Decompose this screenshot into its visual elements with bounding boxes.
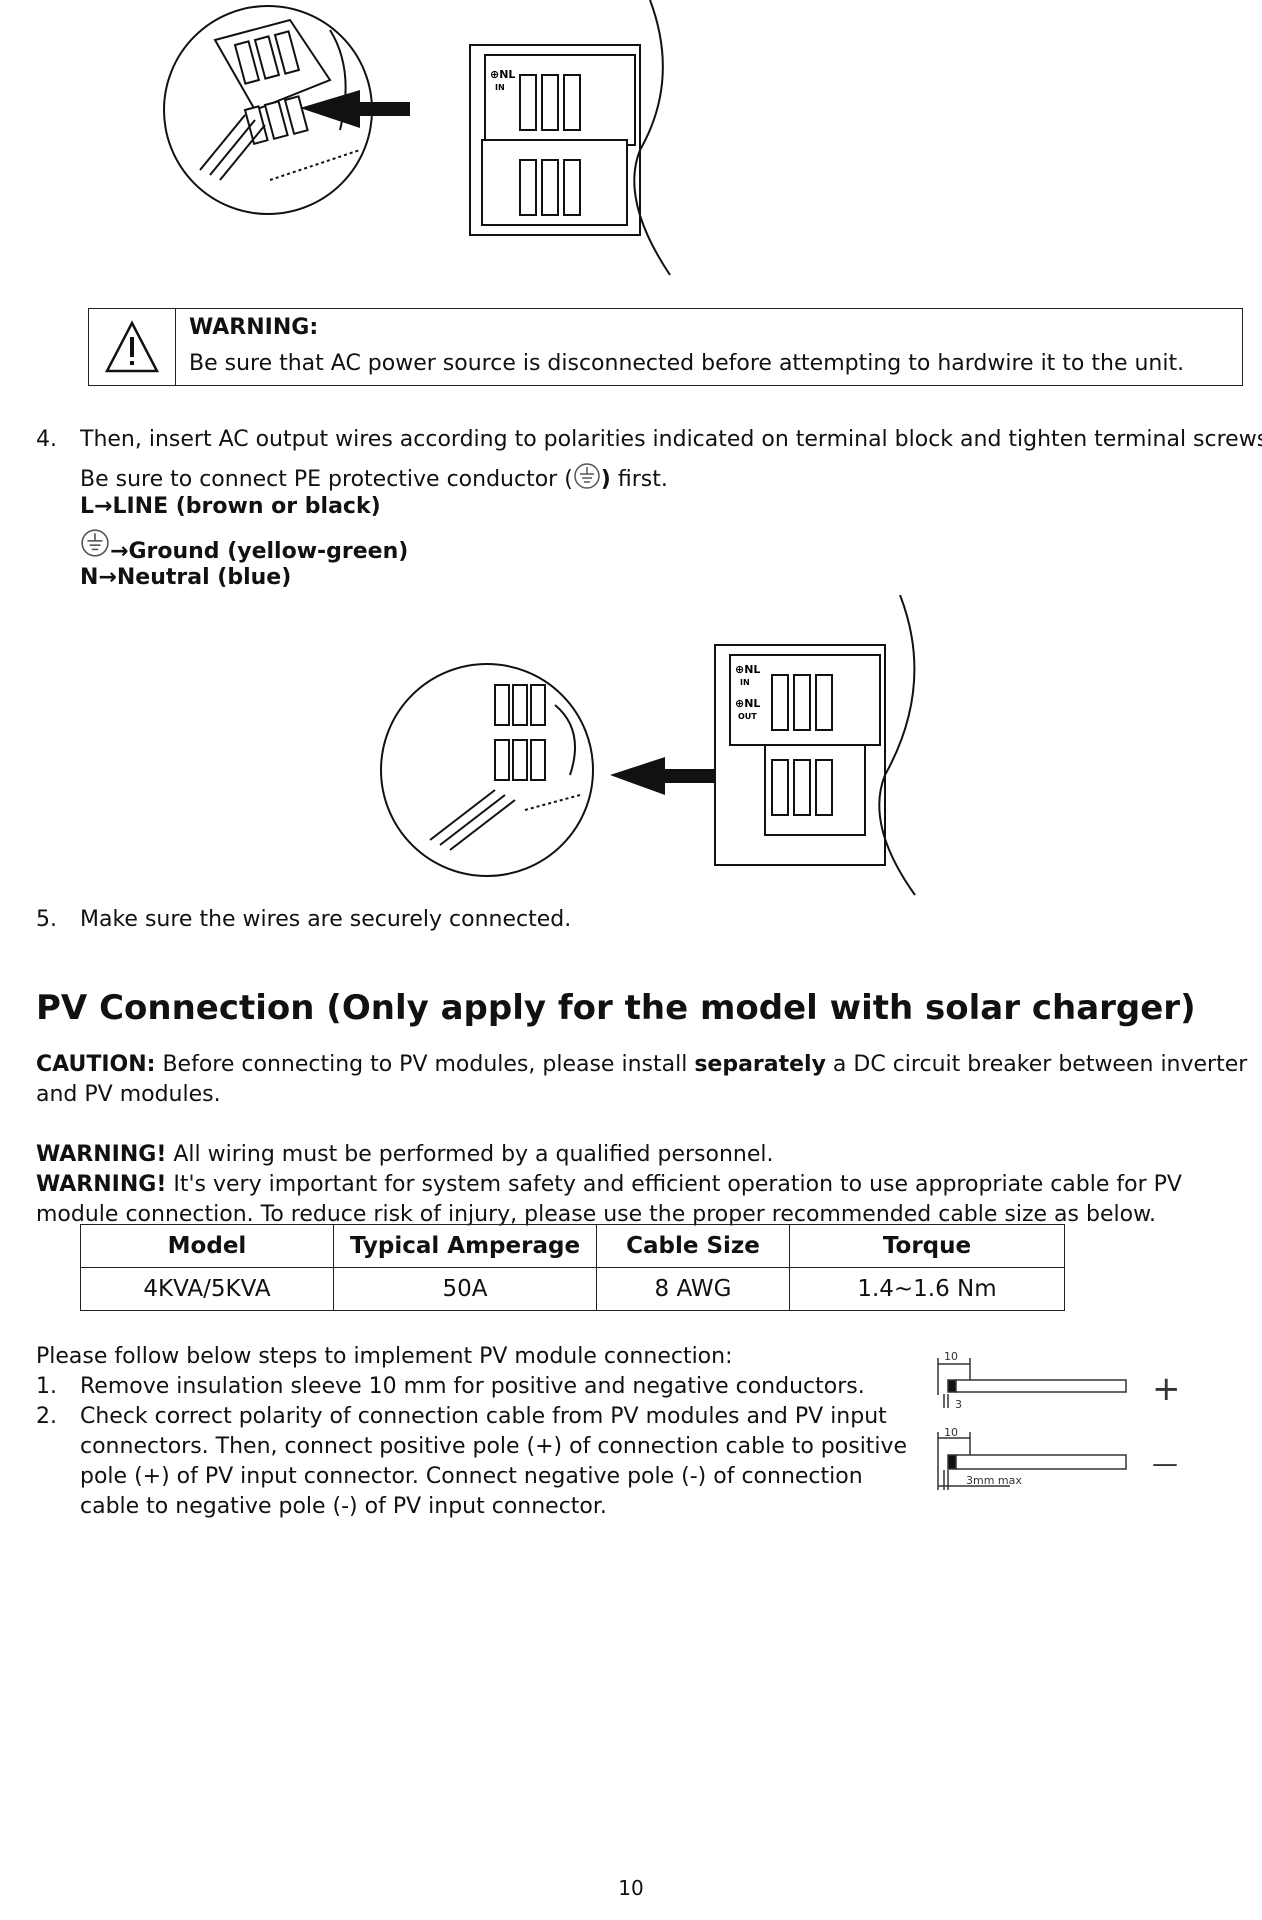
caution-line2: and PV modules.	[36, 1082, 221, 1107]
terminal-label-in: IN	[495, 83, 505, 92]
warning-text: Be sure that AC power source is disconne…	[189, 351, 1185, 376]
warning2: WARNING! It's very important for system …	[36, 1170, 1182, 1200]
terminal-label-top: ⊕NL	[735, 663, 760, 676]
zoom-circle	[380, 663, 594, 877]
table-header-cell: Torque	[789, 1224, 1065, 1268]
terminal-label-top: ⊕NL	[490, 68, 515, 81]
pv-step1-text: Remove insulation sleeve 10 mm for posit…	[80, 1374, 865, 1399]
warning1-text: All wiring must be performed by a qualif…	[166, 1142, 774, 1167]
table-header-cell: Model	[80, 1224, 334, 1268]
positive-sign: +	[1152, 1369, 1181, 1409]
wire-neutral-prefix: N→	[80, 565, 117, 590]
warning-triangle-icon	[104, 320, 160, 373]
page-number: 10	[618, 1876, 644, 1900]
caution-line1: CAUTION: Before connecting to PV modules…	[36, 1050, 1247, 1080]
step4-line2: Be sure to connect PE protective conduct…	[80, 462, 668, 495]
table-cell: 4KVA/5KVA	[80, 1267, 334, 1311]
pv-steps-intro: Please follow below steps to implement P…	[36, 1344, 733, 1369]
step4-line2-after: first.	[610, 467, 668, 492]
step5-number: 5.	[36, 907, 57, 932]
dim-3mm-max: 3mm max	[966, 1474, 1022, 1487]
terminal-label-out: OUT	[738, 712, 757, 721]
warning-icon-cell	[89, 309, 176, 385]
direction-arrow	[610, 757, 715, 795]
caution-bold: separately	[694, 1052, 826, 1077]
wire-neutral-label: Neutral (blue)	[116, 565, 292, 590]
pv-step2-line: pole (+) of PV input connector. Connect …	[80, 1464, 863, 1489]
dim-10-bottom: 10	[944, 1426, 958, 1439]
terminal-label-in: IN	[740, 678, 750, 687]
caution-label: CAUTION:	[36, 1052, 156, 1077]
warning1: WARNING! All wiring must be performed by…	[36, 1140, 773, 1170]
zoomed-terminal-block	[199, 18, 361, 181]
wire-neutral: N→Neutral (blue)	[80, 563, 291, 593]
cable-strip-diagram: 10 3 10 3mm max + —	[937, 1350, 1181, 1490]
pv-step2-line: Check correct polarity of connection cab…	[80, 1404, 887, 1429]
wire-ground-label: Ground (yellow-green)	[128, 539, 409, 564]
table-cell: 8 AWG	[596, 1267, 790, 1311]
wire-ground: →Ground (yellow-green)	[80, 528, 408, 567]
ground-icon	[574, 463, 600, 489]
warning2-text: It's very important for system safety an…	[166, 1172, 1182, 1197]
step4-number: 4.	[36, 427, 57, 452]
dim-3: 3	[955, 1398, 962, 1411]
negative-sign: —	[1152, 1449, 1178, 1479]
wire-line-label: LINE (brown or black)	[112, 494, 381, 519]
warning2-line2: module connection. To reduce risk of inj…	[36, 1202, 1157, 1227]
table-header-row: Model Typical Amperage Cable Size Torque	[80, 1224, 1065, 1268]
pv-step2-line: connectors. Then, connect positive pole …	[80, 1434, 908, 1459]
zoomed-terminal-block	[429, 684, 581, 851]
pv-step2-number: 2.	[36, 1404, 57, 1429]
pv-step2-line: cable to negative pole (-) of PV input c…	[80, 1494, 607, 1519]
caution-text-a: Before connecting to PV modules, please …	[155, 1052, 695, 1077]
pv-heading: PV Connection (Only apply for the model …	[36, 988, 1196, 1028]
step4-line2-before: Be sure to connect PE protective conduct…	[80, 467, 573, 492]
table-cell: 1.4~1.6 Nm	[789, 1267, 1065, 1311]
ac-output-wiring-figure: ⊕NL IN ⊕NL OUT	[380, 595, 916, 896]
ground-icon	[81, 529, 109, 557]
wire-ground-prefix: →	[110, 539, 129, 564]
table-row: 4KVA/5KVA 50A 8 AWG 1.4~1.6 Nm	[80, 1267, 1065, 1311]
inverter-unit-body	[714, 595, 916, 896]
table-cell: 50A	[333, 1267, 597, 1311]
wire-line-prefix: L→	[80, 494, 113, 519]
warning1-label: WARNING!	[36, 1142, 167, 1167]
step4-line2-close: )	[600, 467, 611, 492]
dim-10-top: 10	[944, 1350, 958, 1363]
warning-box: WARNING: Be sure that AC power source is…	[88, 308, 1243, 386]
wire-line: L→LINE (brown or black)	[80, 492, 381, 522]
table-header-cell: Cable Size	[596, 1224, 790, 1268]
terminal-label-mid: ⊕NL	[735, 697, 760, 710]
table-header-cell: Typical Amperage	[333, 1224, 597, 1268]
caution-text-b: a DC circuit breaker between inverter	[825, 1052, 1248, 1077]
ac-input-wiring-figure: ⊕NL IN	[163, 0, 671, 276]
step5-text: Make sure the wires are securely connect…	[80, 907, 572, 932]
warning-title: WARNING:	[189, 315, 319, 340]
direction-arrow	[300, 90, 410, 128]
inverter-unit-body	[469, 0, 671, 276]
pv-step1-number: 1.	[36, 1374, 57, 1399]
step4-line1: Then, insert AC output wires according t…	[80, 427, 1262, 452]
warning2-label: WARNING!	[36, 1172, 167, 1197]
cable-size-table: Model Typical Amperage Cable Size Torque…	[80, 1224, 1065, 1311]
